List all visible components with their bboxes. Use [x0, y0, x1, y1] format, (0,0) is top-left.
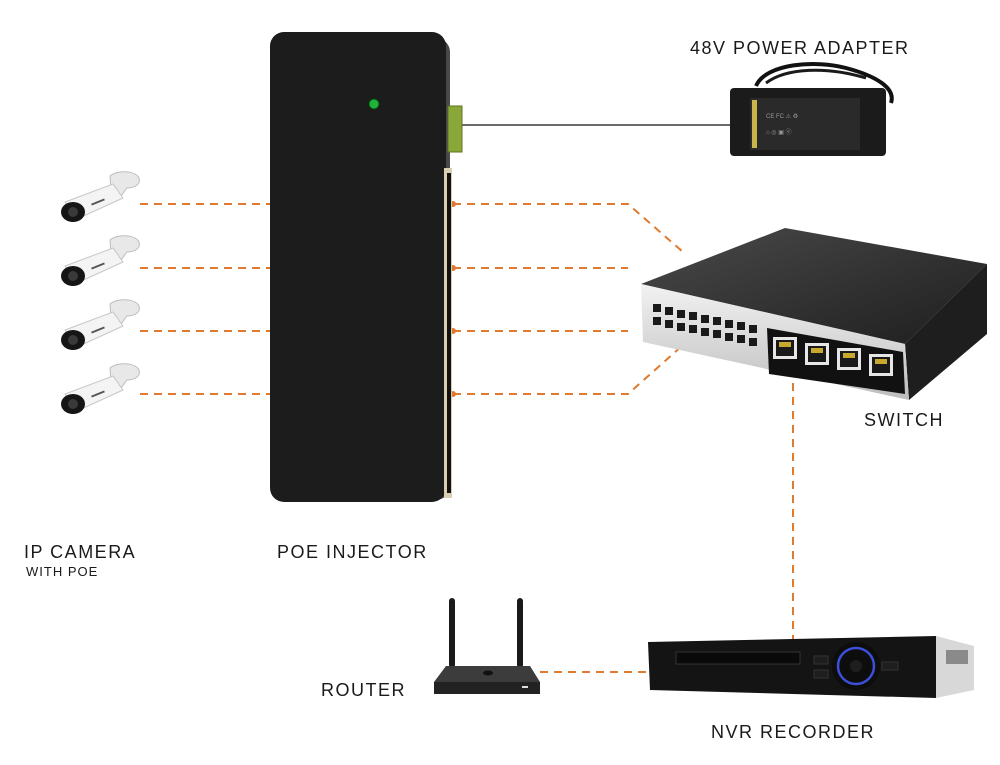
svg-text:CE FC ⚠ ♻: CE FC ⚠ ♻ [766, 113, 798, 120]
injector-label: POE INJECTOR [277, 542, 428, 562]
nvr-label: NVR RECORDER [711, 722, 876, 742]
ip-camera-icon [61, 299, 140, 350]
nvr-control-ring-icon [836, 646, 876, 686]
router-label: ROUTER [321, 680, 406, 700]
ip-camera-icon [61, 171, 140, 222]
injector-switch-link-4 [453, 344, 684, 395]
svg-text:⌂ ◎ ▣ ⓔ: ⌂ ◎ ▣ ⓔ [766, 128, 792, 136]
camera-label: IP CAMERA [24, 542, 137, 562]
power-terminal-icon [447, 105, 463, 153]
injector-switch-link-1 [453, 203, 684, 253]
poe-injector-icon [270, 32, 463, 502]
network-switch-icon [641, 228, 987, 400]
ip-camera-icon [61, 235, 140, 286]
camera-sublabel: WITH POE [26, 564, 99, 579]
nvr-recorder-icon [648, 636, 974, 698]
switch-label: SWITCH [864, 410, 944, 430]
router-icon [434, 598, 540, 694]
power-adapter-icon: CE FC ⚠ ♻ ⌂ ◎ ▣ ⓔ [730, 62, 894, 156]
power-led-icon [368, 98, 380, 110]
ip-camera-icon [61, 363, 140, 414]
power-adapter-label: 48V POWER ADAPTER [690, 38, 910, 58]
